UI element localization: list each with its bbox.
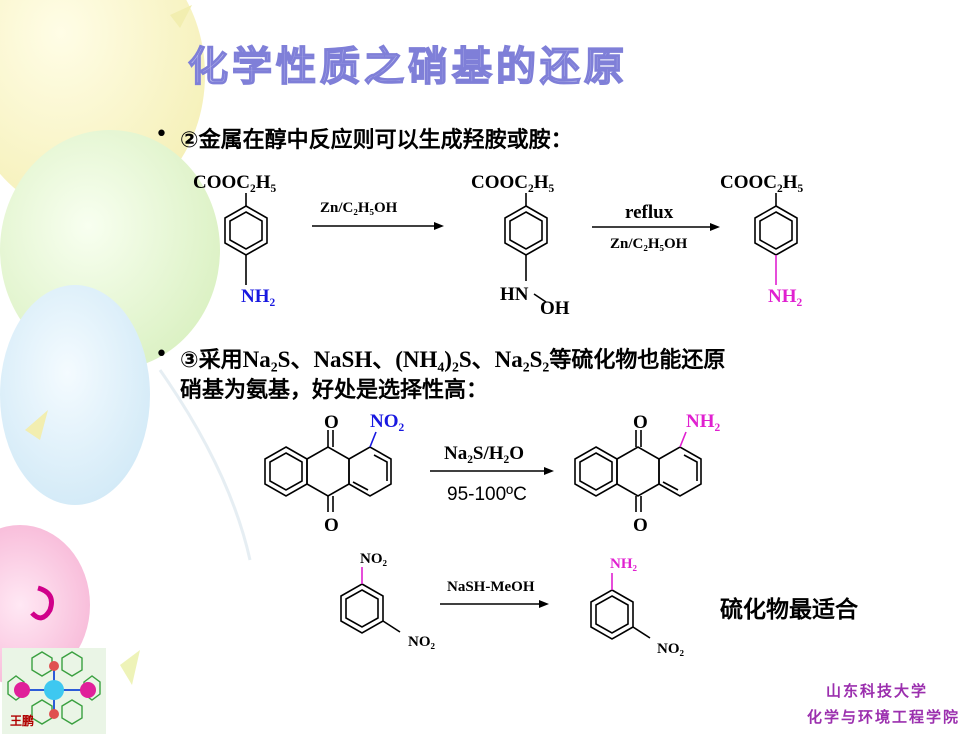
logo-label: 王鹏 bbox=[10, 714, 35, 728]
carbonyl-oxygen-label: O bbox=[633, 515, 648, 536]
footer-college: 化学与环境工程学院 bbox=[806, 708, 960, 726]
nitro-group-label: NO₂ bbox=[360, 551, 388, 567]
sparkle-shape bbox=[170, 5, 192, 28]
sparkle-shape bbox=[25, 410, 48, 440]
molecule-logo-icon bbox=[2, 648, 106, 734]
ester-group-label: COOC₂H₅ bbox=[193, 172, 276, 193]
carbonyl-oxygen-label: O bbox=[633, 412, 648, 433]
anthraquinone-reactant bbox=[264, 430, 392, 512]
balloon-string bbox=[158, 369, 252, 561]
bullet-marker: • bbox=[155, 122, 168, 147]
footer-university: 山东科技大学 bbox=[825, 682, 928, 700]
bullet-3-line-2: 硝基为氨基，好处是选择性高： bbox=[180, 378, 489, 403]
bullet-3-suffix: 等硫化物也能还原 bbox=[549, 348, 726, 373]
bullet-2-text: ②金属在醇中反应则可以生成羟胺或胺： bbox=[180, 128, 573, 153]
reagent-label: NaSH-MeOH bbox=[447, 579, 535, 595]
ester-group-label: COOC₂H₅ bbox=[471, 172, 554, 193]
reagent-label: Na₂S/H₂O bbox=[444, 443, 524, 464]
amine-group-label: NH₂ bbox=[610, 556, 638, 572]
nitro-group-label: NO₂ bbox=[657, 641, 685, 657]
benzene-ring-c bbox=[754, 193, 798, 256]
amine-group-label: NH₂ bbox=[686, 411, 721, 432]
carbonyl-oxygen-label: O bbox=[324, 515, 339, 536]
conclusion-note: 硫化物最适合 bbox=[720, 597, 858, 623]
anthraquinone-product bbox=[574, 430, 702, 512]
reagent-label: Zn/C₂H₅OH bbox=[610, 236, 688, 252]
amine-group-label: NH₂ bbox=[241, 286, 276, 307]
ester-group-label: COOC₂H₅ bbox=[720, 172, 803, 193]
pink-balloon bbox=[0, 525, 90, 685]
magenta-swirl bbox=[30, 585, 54, 621]
hydroxylamine-n-label: HN bbox=[500, 284, 529, 305]
benzene-ring-b bbox=[504, 193, 548, 303]
bullet-3-prefix: ③采用 bbox=[180, 348, 243, 373]
nitroaniline-ring bbox=[590, 573, 651, 640]
blue-balloon bbox=[0, 285, 150, 505]
nitro-group-label: NO₂ bbox=[370, 411, 405, 432]
bullet-3-line-1: ③采用Na₂S、NaSH、(NH₄)₂S、Na₂S₂等硫化物也能还原 bbox=[180, 340, 725, 374]
dinitrobenzene-ring bbox=[340, 567, 401, 634]
benzene-ring-a bbox=[224, 193, 268, 285]
slide-title: 化学性质之硝基的还原 bbox=[187, 43, 628, 91]
reagent-label: Zn/C₂H₅OH bbox=[320, 200, 398, 216]
bullet-marker: • bbox=[155, 342, 168, 367]
sulfide-formulas: Na₂S、NaSH、(NH₄)₂S、Na₂S₂ bbox=[242, 347, 550, 372]
hydroxylamine-oh-label: OH bbox=[540, 298, 570, 319]
nitro-group-label: NO₂ bbox=[408, 634, 436, 650]
author-logo: 王鹏 bbox=[2, 648, 106, 734]
amine-group-label: NH₂ bbox=[768, 286, 803, 307]
carbonyl-oxygen-label: O bbox=[324, 412, 339, 433]
reflux-label: reflux bbox=[625, 202, 674, 223]
sparkle-shape bbox=[120, 650, 140, 685]
temperature-label: 95-100ºC bbox=[447, 484, 527, 505]
